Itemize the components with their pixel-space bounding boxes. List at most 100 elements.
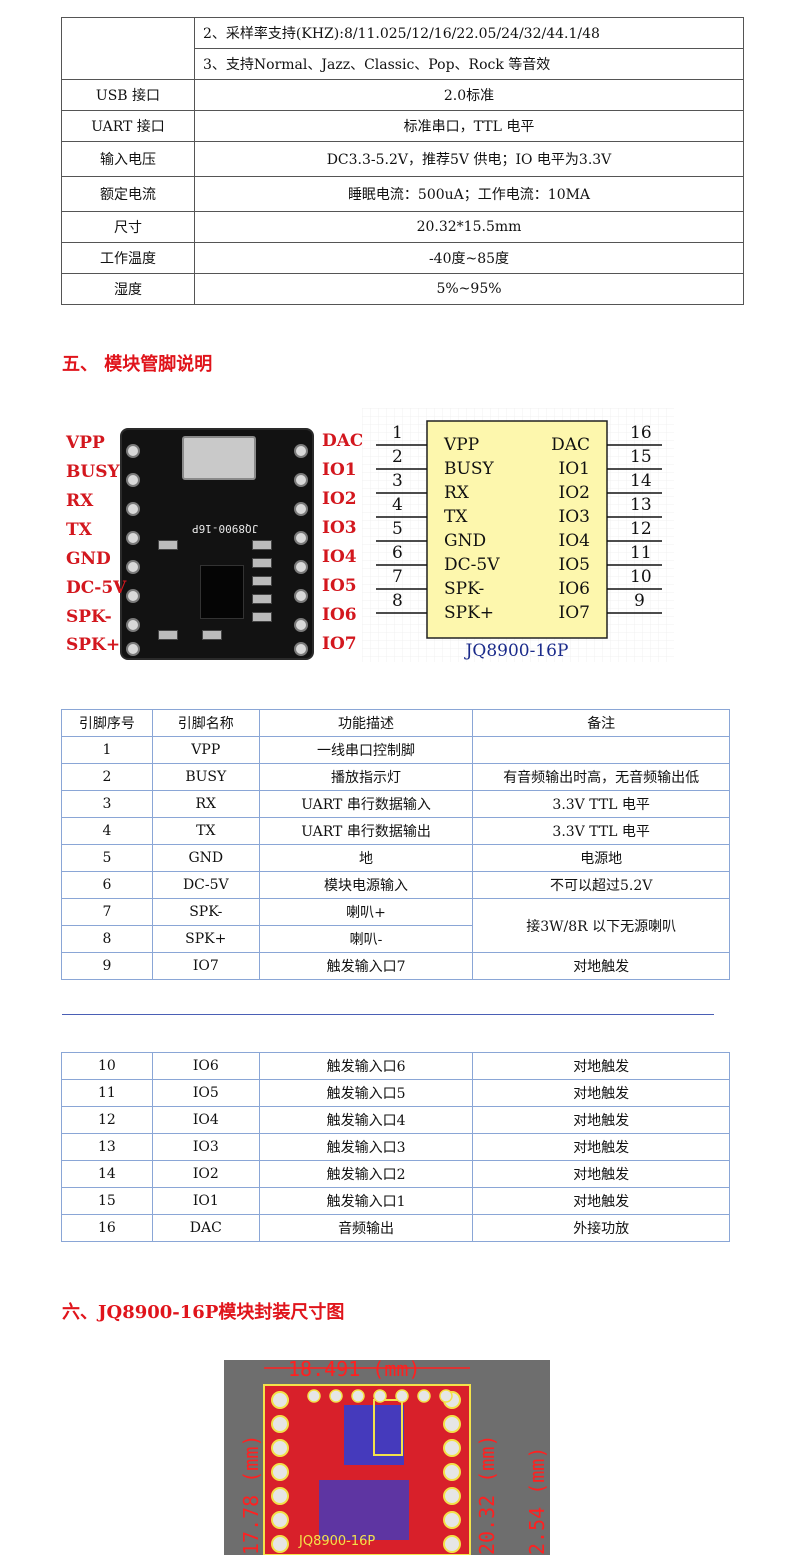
smd-part	[252, 558, 272, 568]
spec-label: 输入电压	[61, 141, 195, 177]
schematic-pin-number: 15	[630, 447, 652, 467]
schematic-pin-name: BUSY	[444, 459, 494, 479]
pin-note: 对地触发	[472, 1106, 730, 1134]
pin-hole	[126, 444, 140, 458]
footprint-pad	[443, 1463, 461, 1481]
schematic-pin-number: 8	[392, 591, 403, 611]
pin-name: IO7	[151, 952, 260, 980]
spec-value: 20.32*15.5mm	[194, 211, 744, 243]
schematic-pin-number: 13	[630, 495, 652, 515]
pin-lines	[376, 444, 662, 614]
pin-hole	[294, 589, 308, 603]
pin-hole	[294, 618, 308, 632]
pin-name: IO1	[151, 1187, 260, 1215]
table-row: 6 DC-5V 模块电源输入 不可以超过5.2V	[61, 871, 730, 899]
pin-name: IO4	[151, 1106, 260, 1134]
pin-number: 14	[61, 1160, 153, 1188]
photo-pin-right: IO4	[322, 547, 357, 567]
spec-label: UART 接口	[61, 110, 195, 142]
pin-function: 一线串口控制脚	[258, 736, 474, 764]
footprint-pad	[373, 1389, 387, 1403]
photo-pin-left: RX	[66, 491, 94, 511]
pin-hole	[294, 531, 308, 545]
pin-function: 触发输入口1	[258, 1187, 474, 1215]
schematic-pin-name: IO2	[559, 483, 590, 503]
schematic-pin-name: GND	[444, 531, 486, 551]
spec-value: 睡眠电流：500uA；工作电流：10MA	[194, 176, 744, 212]
photo-pin-left: SPK+	[66, 635, 121, 655]
table-row: 9 IO7 触发输入口7 对地触发	[61, 952, 730, 980]
smd-part	[202, 630, 222, 640]
pin-function: 触发输入口7	[258, 952, 474, 980]
schematic-pin-name: DAC	[551, 435, 590, 455]
pin-table-header: 功能描述	[258, 709, 474, 737]
pin-note: 对地触发	[472, 952, 730, 980]
pin-function: 触发输入口2	[258, 1160, 474, 1188]
smd-part	[252, 576, 272, 586]
section5-heading: 五、 模块管脚说明	[62, 354, 213, 375]
pin-number: 4	[61, 817, 153, 845]
pin-number: 8	[61, 925, 153, 953]
pin-note: 对地触发	[472, 1052, 730, 1080]
pin-hole	[126, 589, 140, 603]
pin-name: IO2	[151, 1160, 260, 1188]
spec-value: -40度~85度	[194, 242, 744, 274]
photo-pin-right: IO1	[322, 460, 357, 480]
pin-name: TX	[151, 817, 260, 845]
pin-name: DC-5V	[151, 871, 260, 899]
pin-name: IO3	[151, 1133, 260, 1161]
footprint-pad	[307, 1389, 321, 1403]
table-row: 10 IO6 触发输入口6 对地触发	[61, 1052, 730, 1080]
footprint-pad	[443, 1535, 461, 1553]
photo-pin-right: IO6	[322, 605, 357, 625]
pin-table-header: 引脚序号	[61, 709, 153, 737]
table-row: 15 IO1 触发输入口1 对地触发	[61, 1187, 730, 1215]
pin-hole	[126, 531, 140, 545]
table-row: 11 IO5 触发输入口5 对地触发	[61, 1079, 730, 1107]
pin-function: UART 串行数据输出	[258, 817, 474, 845]
pin-note: 对地触发	[472, 1187, 730, 1215]
pin-function: 地	[258, 844, 474, 872]
spec-value: 标准串口，TTL 电平	[194, 110, 744, 142]
pin-note: 对地触发	[472, 1133, 730, 1161]
pin-function: UART 串行数据输入	[258, 790, 474, 818]
pin-function: 触发输入口3	[258, 1133, 474, 1161]
pin-hole	[294, 444, 308, 458]
footprint-pad	[443, 1439, 461, 1457]
table-row: 14 IO2 触发输入口2 对地触发	[61, 1160, 730, 1188]
dimension-pitch: 2.54 (mm)	[525, 1447, 549, 1555]
pin-note-merged: 接3W/8R 以下无源喇叭	[472, 898, 730, 953]
schematic-pin-number: 5	[392, 519, 403, 539]
pcb-copper-blue	[319, 1480, 409, 1540]
module-board-image: JQ8900-16P	[122, 430, 312, 658]
pin-table: 引脚序号 引脚名称 功能描述 备注 1 VPP 一线串口控制脚 2 BUSY 播…	[61, 709, 730, 980]
photo-pin-left: TX	[66, 520, 92, 540]
schematic-pin-name: RX	[444, 483, 470, 503]
table-row: 2 BUSY 播放指示灯 有音频输出时高，无音频输出低	[61, 763, 730, 791]
pin-name: IO6	[151, 1052, 260, 1080]
schematic-pin-number: 10	[630, 567, 652, 587]
schematic-pin-number: 12	[630, 519, 652, 539]
pin-note: 外接功放	[472, 1214, 730, 1242]
footprint-pad	[271, 1439, 289, 1457]
chip-body	[426, 420, 608, 639]
photo-pin-right: DAC	[322, 431, 364, 451]
pin-note	[472, 736, 730, 764]
pin-hole	[126, 642, 140, 656]
pin-hole	[294, 473, 308, 487]
schematic-pin-number: 14	[630, 471, 652, 491]
footprint-drawing: 18.491 (mm) 17.78 (mm) 20.32 (mm) 2.54 (…	[224, 1360, 550, 1555]
footprint-pad	[329, 1389, 343, 1403]
pin-function: 触发输入口6	[258, 1052, 474, 1080]
spec-value: 2.0标准	[194, 79, 744, 111]
pin-number: 1	[61, 736, 153, 764]
photo-pin-left: GND	[66, 549, 111, 569]
photo-pin-right: IO7	[322, 634, 357, 654]
footprint-pad	[443, 1415, 461, 1433]
schematic-pin-number: 3	[392, 471, 403, 491]
footprint-pad	[271, 1415, 289, 1433]
pin-table-continued: 10 IO6 触发输入口6 对地触发 11 IO5 触发输入口5 对地触发 12…	[61, 1052, 730, 1242]
spec-value: 3、支持Normal、Jazz、Classic、Pop、Rock 等音效	[194, 48, 744, 80]
schematic-pin-number: 2	[392, 447, 403, 467]
footprint-pad	[271, 1535, 289, 1553]
